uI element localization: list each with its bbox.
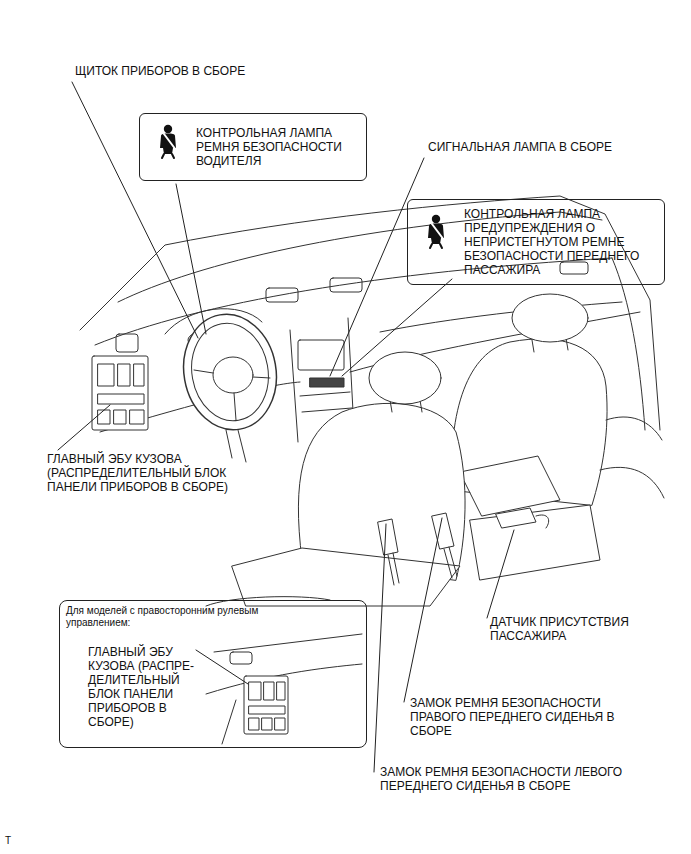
warning-lamp-box: КОНТРОЛЬНАЯ ЛАМПА ПРЕДУПРЕЖДЕНИЯ О НЕПРИ…	[407, 199, 665, 285]
rear-seat	[600, 417, 664, 498]
inset-heading: Для моделей с правосторонним рулевым упр…	[66, 605, 306, 629]
leader-line	[374, 524, 386, 772]
armrest	[460, 456, 560, 516]
leader-lines	[58, 82, 514, 772]
leader-line	[487, 530, 514, 618]
occupant-sensor	[496, 508, 536, 528]
watermark: T	[5, 834, 25, 848]
seat-base	[206, 597, 330, 606]
passenger-headrest	[512, 294, 588, 342]
door-line	[612, 258, 645, 430]
leader-line	[404, 518, 442, 702]
steering-column	[226, 430, 246, 462]
left-buckle	[378, 519, 398, 555]
part-label: ДАТЧИК ПРИСУТСТВИЯ ПАССАЖИРА	[490, 615, 640, 643]
leader-line	[72, 82, 198, 338]
vent	[330, 278, 362, 292]
vent	[116, 334, 138, 352]
steering-wheel	[175, 307, 286, 437]
left-buckle-stalk	[388, 553, 399, 585]
part-label: КОНТРОЛЬНАЯ ЛАМПА ПРЕДУПРЕЖДЕНИЯ О НЕПРИ…	[464, 207, 656, 277]
part-label: ГЛАВНЫЙ ЭБУ КУЗОВА (РАСПРЕДЕЛИТЕЛЬНЫЙ БЛ…	[47, 452, 237, 494]
body-ecu	[92, 356, 148, 430]
vent	[266, 288, 298, 302]
inset-dash	[206, 634, 362, 744]
inset-panel: Для моделей с правосторонним рулевым упр…	[59, 600, 367, 748]
passenger-seat-cushion	[470, 505, 600, 580]
part-label: СИГНАЛЬНАЯ ЛАМПА В СБОРЕ	[428, 140, 648, 154]
inset-body-ecu-detail	[249, 682, 285, 730]
part-label: КОНТРОЛЬНАЯ ЛАМПА РЕМНЯ БЕЗОПАСНОСТИ ВОД…	[196, 126, 356, 168]
steering-wheel-inner	[184, 317, 276, 427]
vent	[560, 262, 588, 274]
leader-line	[176, 184, 206, 334]
signal-lamp	[310, 378, 344, 387]
part-label: ЗАМОК РЕМНЯ БЕЗОПАСНОСТИ ПРАВОГО ПЕРЕДНЕ…	[410, 696, 655, 738]
part-label: ГЛАВНЫЙ ЭБУ КУЗОВА (РАСПРЕ- ДЕЛИТЕЛЬНЫЙ …	[88, 645, 202, 729]
inset-body-ecu	[244, 676, 288, 734]
warning-lamp-box: КОНТРОЛЬНАЯ ЛАМПА РЕМНЯ БЕЗОПАСНОСТИ ВОД…	[139, 113, 367, 181]
part-label: ЗАМОК РЕМНЯ БЕЗОПАСНОСТИ ЛЕВОГО ПЕРЕДНЕГ…	[380, 765, 670, 793]
body-ecu-detail	[98, 364, 144, 424]
seatbelt-icon	[428, 215, 444, 248]
steering-spoke	[194, 370, 270, 420]
right-buckle	[432, 513, 454, 549]
inset-vent	[230, 652, 252, 664]
occupant-sensor-wire	[536, 515, 549, 528]
leader-line	[342, 279, 452, 376]
console-detail	[300, 392, 352, 412]
steering-hub	[213, 357, 253, 393]
part-label: ЩИТОК ПРИБОРОВ В СБОРЕ	[75, 64, 295, 78]
leader-line	[58, 405, 110, 450]
right-buckle-stalk	[444, 547, 457, 578]
audio-panel	[298, 340, 344, 370]
leader-line	[196, 650, 248, 684]
driver-headrest	[369, 352, 441, 404]
seatbelt-icon	[160, 125, 176, 158]
leader-line	[330, 158, 424, 376]
